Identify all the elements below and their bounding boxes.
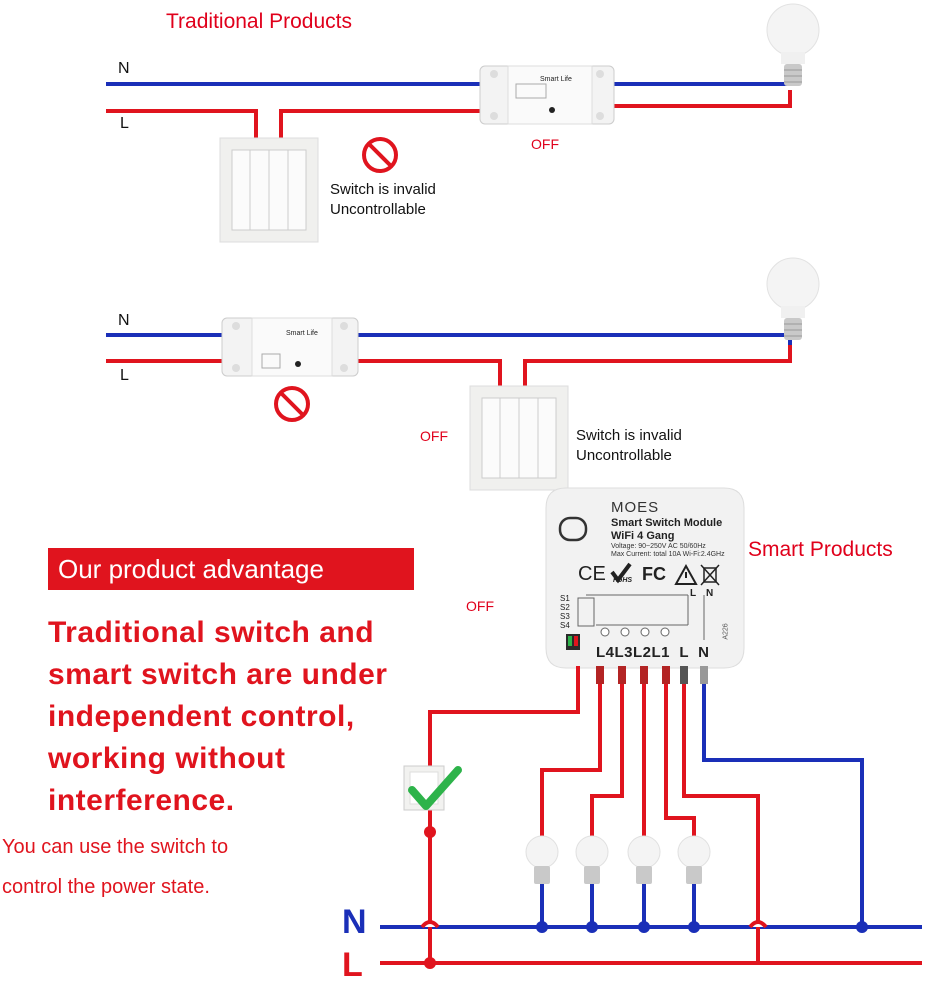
use-note-line2: control the power state.: [2, 876, 210, 898]
invalid-note-2-line2: Uncontrollable: [576, 447, 672, 464]
live-junction-dot: [424, 957, 436, 969]
fc-mark: FC: [642, 564, 666, 584]
advantage-line-5: interference.: [48, 784, 235, 817]
module-output-wires: [428, 666, 864, 963]
invalid-note-2-line1: Switch is invalid: [576, 427, 682, 444]
s4-label: S4: [560, 621, 570, 630]
module-current: Max Current: total 10A Wi-Fi:2.4GHz: [611, 551, 725, 558]
live-wire-1b: [279, 109, 482, 140]
section1-wiring: [106, 82, 792, 140]
off-label-3: OFF: [466, 598, 494, 614]
module-model: WiFi 4 Gang: [611, 530, 675, 542]
live-wire-1c: [612, 90, 792, 108]
advantage-line-3: independent control,: [48, 700, 355, 733]
live-wire-1a: [106, 109, 258, 140]
section2-wiring: [106, 333, 792, 388]
module-side-code: A226: [722, 623, 730, 640]
prohibited-icon-1: [362, 137, 398, 173]
live-bus-label: L: [342, 946, 363, 984]
live-label-1: L: [120, 115, 129, 132]
module-name: Smart Switch Module: [611, 517, 723, 529]
module-1-label: Smart Life: [540, 76, 572, 83]
s3-label: S3: [560, 612, 570, 621]
weee-bin-icon: [703, 567, 717, 583]
moes-logo-icon: [558, 516, 588, 542]
s2-label: S2: [560, 603, 570, 612]
ce-mark: CE: [578, 563, 606, 585]
junction-dots: [536, 921, 868, 933]
use-note-line1: You can use the switch to: [2, 836, 229, 858]
neutral-bus-label: N: [342, 903, 367, 941]
advantage-banner: Our product advantage: [48, 548, 414, 590]
top-n-label: N: [706, 588, 714, 599]
off-label-2: OFF: [420, 428, 448, 444]
relay-module-1: [479, 65, 615, 125]
rohs-check-icon: [610, 562, 632, 584]
s1-label: S1: [560, 594, 570, 603]
terminal-labels: L4L3L2L1 L N: [596, 644, 710, 661]
live-label-2: L: [120, 367, 129, 384]
advantage-line-4: working without: [48, 742, 286, 775]
wall-switch-2: [469, 385, 569, 491]
check-icon: [408, 766, 462, 810]
wall-switch-1: [219, 137, 319, 243]
prohibited-icon-2: [274, 386, 310, 422]
warning-icon: [674, 563, 698, 585]
traditional-products-title: Traditional Products: [166, 10, 352, 33]
moes-brand: MOES: [611, 499, 660, 516]
module-2-label: Smart Life: [286, 330, 318, 337]
rohs-mark: RoHS: [613, 577, 633, 584]
neutral-label-1: N: [118, 60, 130, 77]
bulb-1: [766, 3, 820, 86]
bulb-l2: [627, 835, 661, 927]
smart-switch-module: [545, 487, 745, 669]
neutral-label-2: N: [118, 312, 130, 329]
bulb-l1: [677, 835, 711, 927]
relay-module-2: [221, 317, 359, 377]
bulb-2: [766, 257, 820, 340]
advantage-line-2: smart switch are under: [48, 658, 388, 691]
smart-products-title: Smart Products: [748, 538, 893, 561]
top-l-label: L: [690, 588, 697, 599]
advantage-line-1: Traditional switch and: [48, 616, 375, 649]
off-label-1: OFF: [531, 136, 559, 152]
module-voltage: Voltage: 90~250V AC 50/60Hz: [611, 543, 706, 550]
bulb-l4: [525, 835, 559, 927]
invalid-note-1-line1: Switch is invalid: [330, 181, 436, 198]
switch-junction-dot: [424, 826, 436, 838]
bulb-l3: [575, 835, 609, 927]
invalid-note-1-line2: Uncontrollable: [330, 201, 426, 218]
advantage-text: Traditional switch and smart switch are …: [48, 612, 428, 822]
